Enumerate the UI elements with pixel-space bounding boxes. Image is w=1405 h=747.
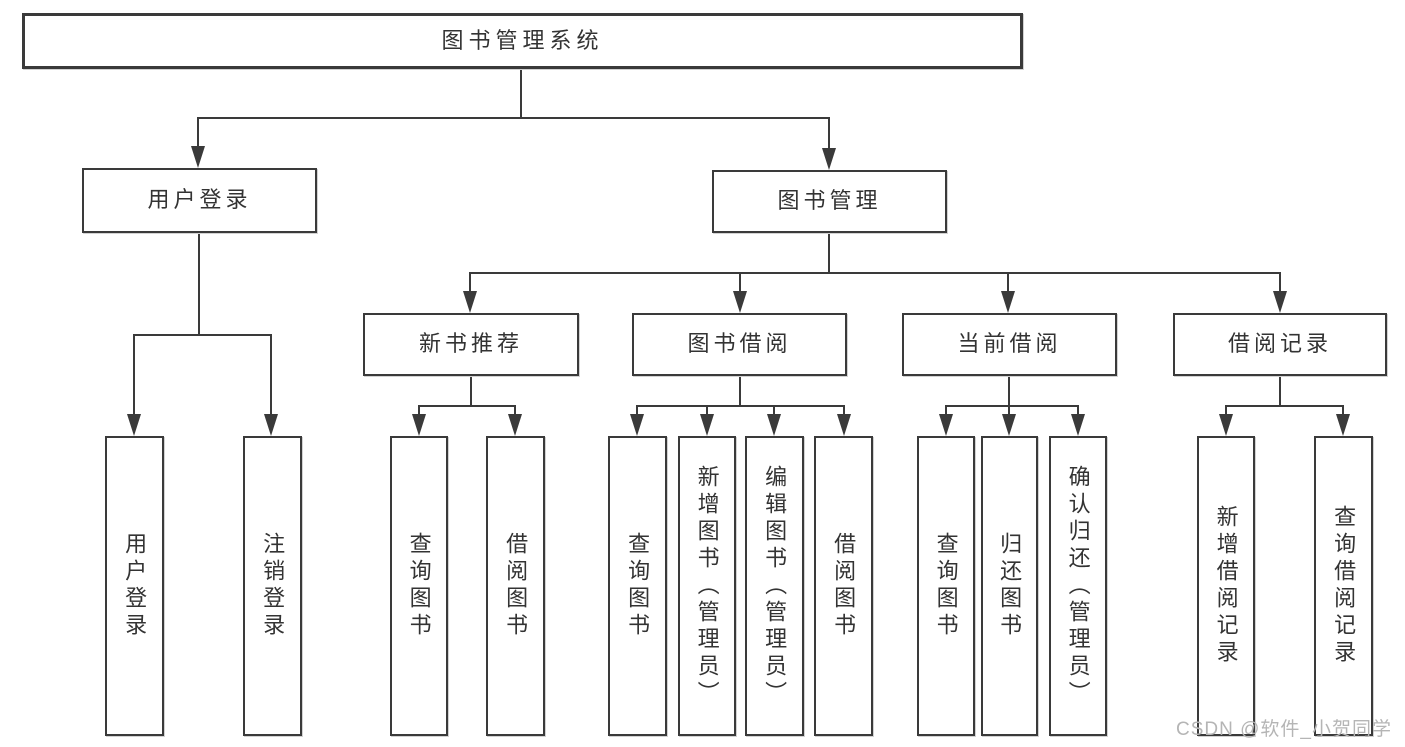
node-new-book-recommend: 新书推荐 xyxy=(363,313,579,376)
arrowheads-level2 xyxy=(191,146,836,170)
connector-borrow-records-children xyxy=(1225,376,1344,418)
leaf-query-books-borrow-label: 查询图书 xyxy=(625,532,651,640)
csdn-watermark: CSDN @软件_小贺同学 xyxy=(1176,719,1392,740)
leaf-query-books-current-label: 查询图书 xyxy=(933,532,959,640)
arrowheads-new-book-recommend xyxy=(412,414,522,436)
node-current-borrow-label: 当前借阅 xyxy=(957,331,1062,357)
leaf-query-borrow-record-label: 查询借阅记录 xyxy=(1331,505,1357,667)
connector-book-borrow-children xyxy=(636,376,845,418)
connector-new-book-recommend-children xyxy=(418,376,516,418)
leaf-add-book-admin-label: 新增图书（管理员） xyxy=(694,464,720,708)
arrowheads-book-borrow xyxy=(630,414,851,436)
arrowheads-current-borrow xyxy=(939,414,1085,436)
node-book-management: 图书管理 xyxy=(712,170,947,233)
leaf-query-books-recommend: 查询图书 xyxy=(390,436,448,736)
leaf-user-login: 用户登录 xyxy=(105,436,164,736)
node-root-library-system: 图书管理系统 xyxy=(22,13,1023,69)
node-book-borrow: 图书借阅 xyxy=(632,313,847,376)
leaf-logout: 注销登录 xyxy=(243,436,302,736)
connector-current-borrow-children xyxy=(945,376,1079,418)
arrowheads-user-login-children xyxy=(127,414,278,436)
root-label: 图书管理系统 xyxy=(441,27,604,53)
leaf-query-borrow-record: 查询借阅记录 xyxy=(1314,436,1373,736)
node-user-login-label: 用户登录 xyxy=(147,187,252,213)
leaf-user-login-label: 用户登录 xyxy=(122,532,148,640)
arrowheads-borrow-records xyxy=(1219,414,1350,436)
leaf-borrow-books-recommend-label: 借阅图书 xyxy=(503,532,529,640)
leaf-add-book-admin: 新增图书（管理员） xyxy=(678,436,736,736)
leaf-query-books-current: 查询图书 xyxy=(917,436,975,736)
leaf-logout-label: 注销登录 xyxy=(260,532,286,640)
connector-book-management-children xyxy=(469,233,1281,293)
node-current-borrow: 当前借阅 xyxy=(902,313,1117,376)
node-borrow-records: 借阅记录 xyxy=(1173,313,1387,376)
leaf-confirm-return-admin: 确认归还（管理员） xyxy=(1049,436,1107,736)
node-borrow-records-label: 借阅记录 xyxy=(1227,331,1332,357)
leaf-edit-book-admin: 编辑图书（管理员） xyxy=(745,436,804,736)
node-book-borrow-label: 图书借阅 xyxy=(687,331,792,357)
connector-root-to-level2 xyxy=(197,69,830,152)
leaf-borrow-books-borrow: 借阅图书 xyxy=(814,436,873,736)
leaf-query-books-borrow: 查询图书 xyxy=(608,436,667,736)
node-book-management-label: 图书管理 xyxy=(777,188,882,214)
connector-user-login-children xyxy=(133,233,272,418)
leaf-query-books-recommend-label: 查询图书 xyxy=(406,532,432,640)
leaf-borrow-books-borrow-label: 借阅图书 xyxy=(831,532,857,640)
arrowheads-level3 xyxy=(463,291,1287,313)
node-new-book-recommend-label: 新书推荐 xyxy=(418,331,523,357)
leaf-add-borrow-record: 新增借阅记录 xyxy=(1197,436,1255,736)
leaf-edit-book-admin-label: 编辑图书（管理员） xyxy=(762,464,788,708)
node-user-login: 用户登录 xyxy=(82,168,317,233)
leaf-return-book: 归还图书 xyxy=(981,436,1038,736)
leaf-return-book-label: 归还图书 xyxy=(997,532,1023,640)
leaf-borrow-books-recommend: 借阅图书 xyxy=(486,436,545,736)
leaf-add-borrow-record-label: 新增借阅记录 xyxy=(1213,505,1239,667)
leaf-confirm-return-admin-label: 确认归还（管理员） xyxy=(1065,464,1091,708)
